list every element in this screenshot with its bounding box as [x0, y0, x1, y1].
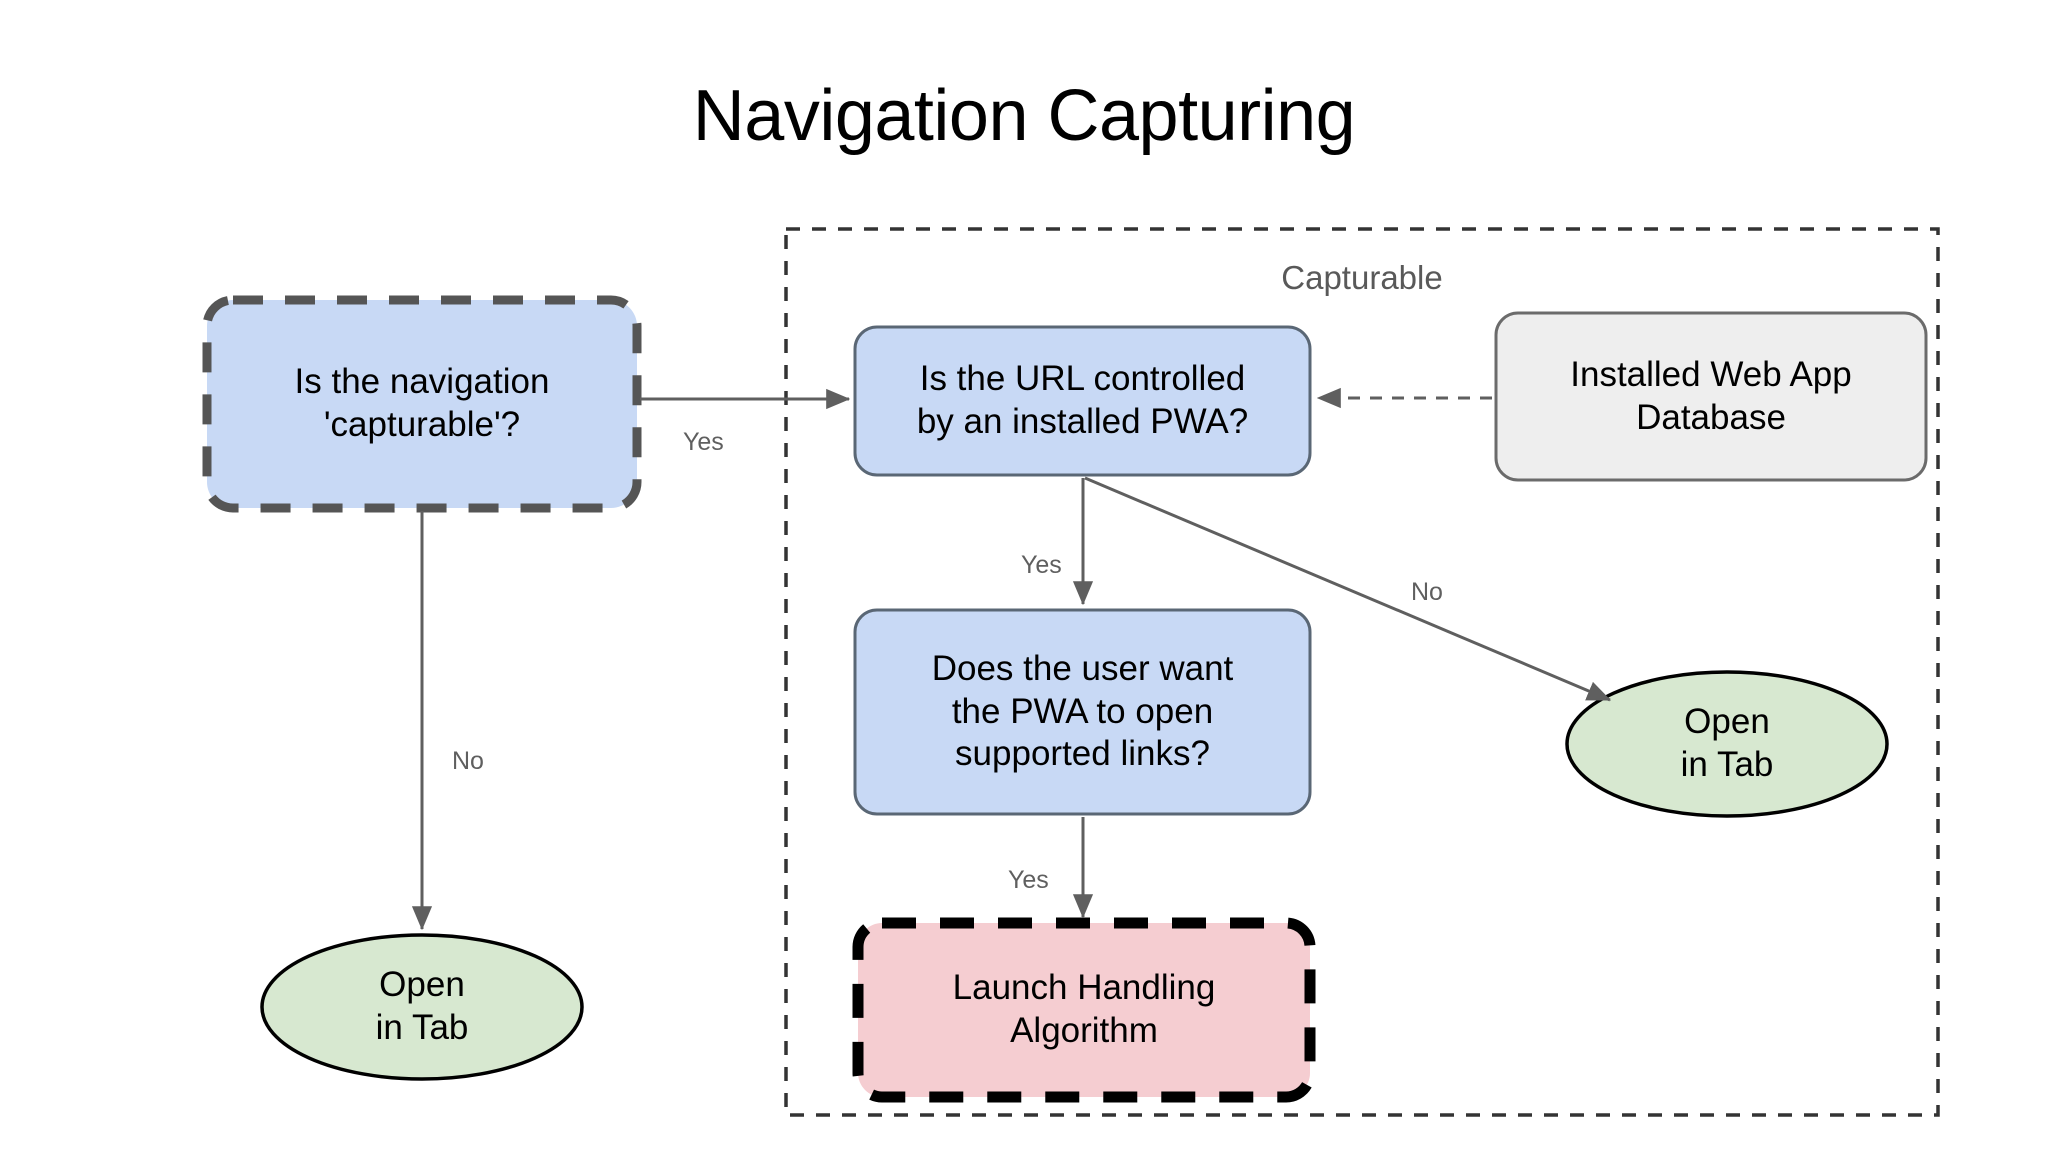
edge-url-no [1084, 476, 1612, 702]
node-open-in-tab-left-shape[interactable] [260, 933, 584, 1081]
edge-label-capturable-no: No [452, 747, 484, 775]
page-title: Navigation Capturing [692, 76, 1356, 156]
node-launch-handling-shape[interactable] [852, 917, 1316, 1103]
edge-label-url-yes: Yes [1021, 551, 1062, 579]
edge-label-url-no: No [1411, 578, 1443, 606]
node-web-app-db-shape[interactable] [1494, 311, 1928, 482]
capturable-group-boundary [784, 227, 1940, 1117]
node-is-capturable-shape[interactable] [202, 295, 642, 513]
edge-label-user-yes: Yes [1008, 866, 1049, 894]
capturable-group-label: Capturable [1281, 259, 1443, 296]
node-url-controlled-shape[interactable] [853, 325, 1312, 477]
edge-label-capturable-yes: Yes [683, 428, 724, 456]
node-open-in-tab-right-shape[interactable] [1565, 670, 1889, 818]
node-user-want-shape[interactable] [853, 608, 1312, 816]
